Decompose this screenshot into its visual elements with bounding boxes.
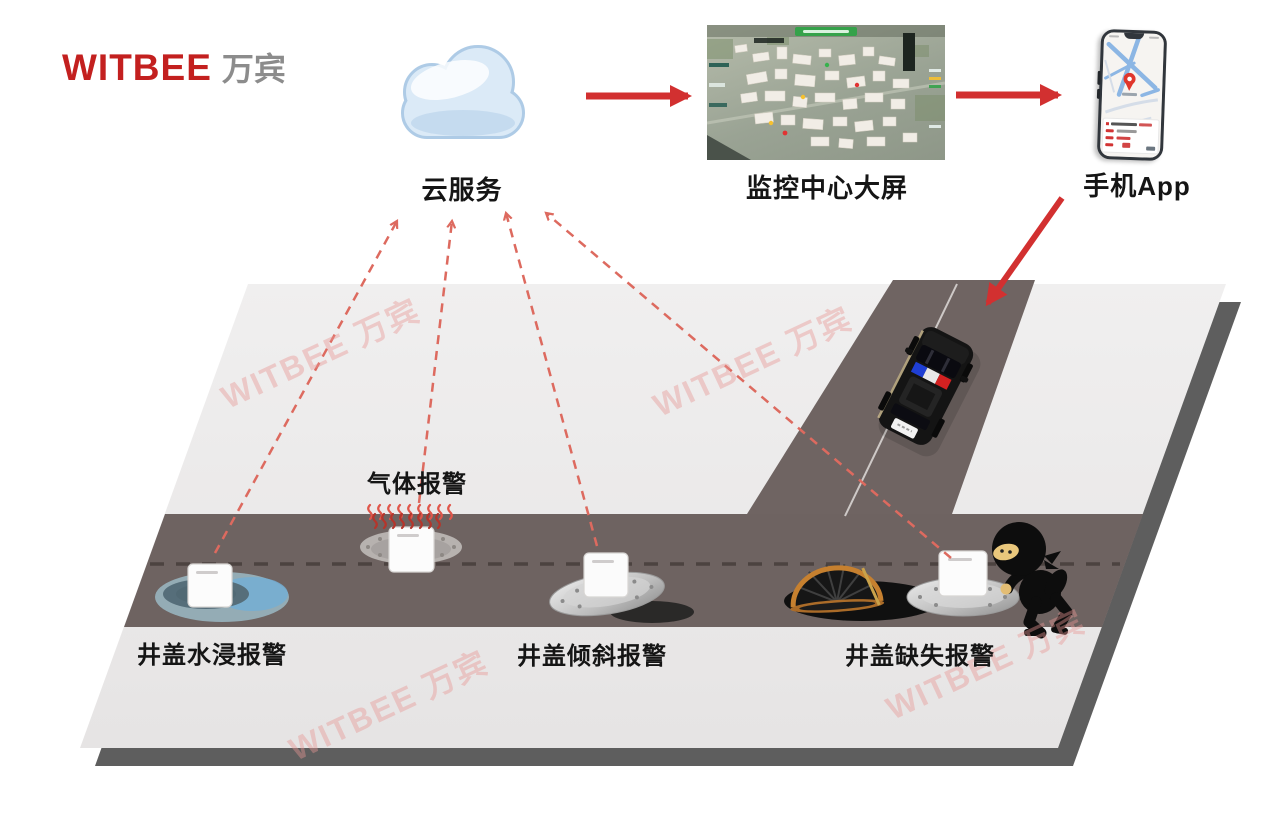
leaning-cover [790,564,885,613]
dashed-arrow-missing-to-cloud [546,213,952,559]
uplink-dashed-arrows [213,213,952,559]
water-alarm-manhole [155,563,289,622]
map-alert-dots [768,62,860,136]
thief-ninja-icon [992,522,1073,639]
cloud-label: 云服务 [421,175,503,205]
gas-alarm-manhole [360,503,462,573]
monitor-label: 监控中心大屏 [745,173,909,203]
sensor-device [583,552,629,598]
police-car [877,327,981,457]
police-lightbar-red [934,374,952,390]
phone [1096,28,1168,162]
missing-alarm-label: 井盖缺失报警 [845,643,995,670]
phone-map-app [1099,31,1165,159]
phone-label: 手机App [1083,171,1191,201]
phone-notch [1123,32,1145,40]
phone-screen [1099,31,1165,159]
arrow-phone-to-road [985,196,1065,307]
monitor-screen [707,25,945,160]
brand-logo-en: WITBEE [62,47,212,88]
map-pin-icon [1122,72,1138,97]
map-left-widgets [709,63,729,107]
tilt-alarm-manhole [549,552,694,623]
city-3d-map [707,25,945,160]
alert-card [1101,117,1160,155]
police-lightbar-blue [910,361,928,378]
map-side-panel [903,33,915,71]
sensor-device [187,563,233,608]
brand-logo-cn: 万宾 [221,51,286,87]
water-alarm-label: 井盖水浸报警 [137,642,287,669]
gas-alarm-label: 气体报警 [367,471,467,498]
tilt-alarm-label: 井盖倾斜报警 [517,643,667,670]
phone-button [1096,88,1101,99]
sensor-device [388,526,435,573]
missing-alarm-cover [906,550,1020,617]
flow-arrows [586,84,1065,307]
map-right-widgets [929,69,941,128]
phone-button [1097,70,1101,85]
sensor-device [938,550,988,597]
cloud-icon [401,45,525,139]
